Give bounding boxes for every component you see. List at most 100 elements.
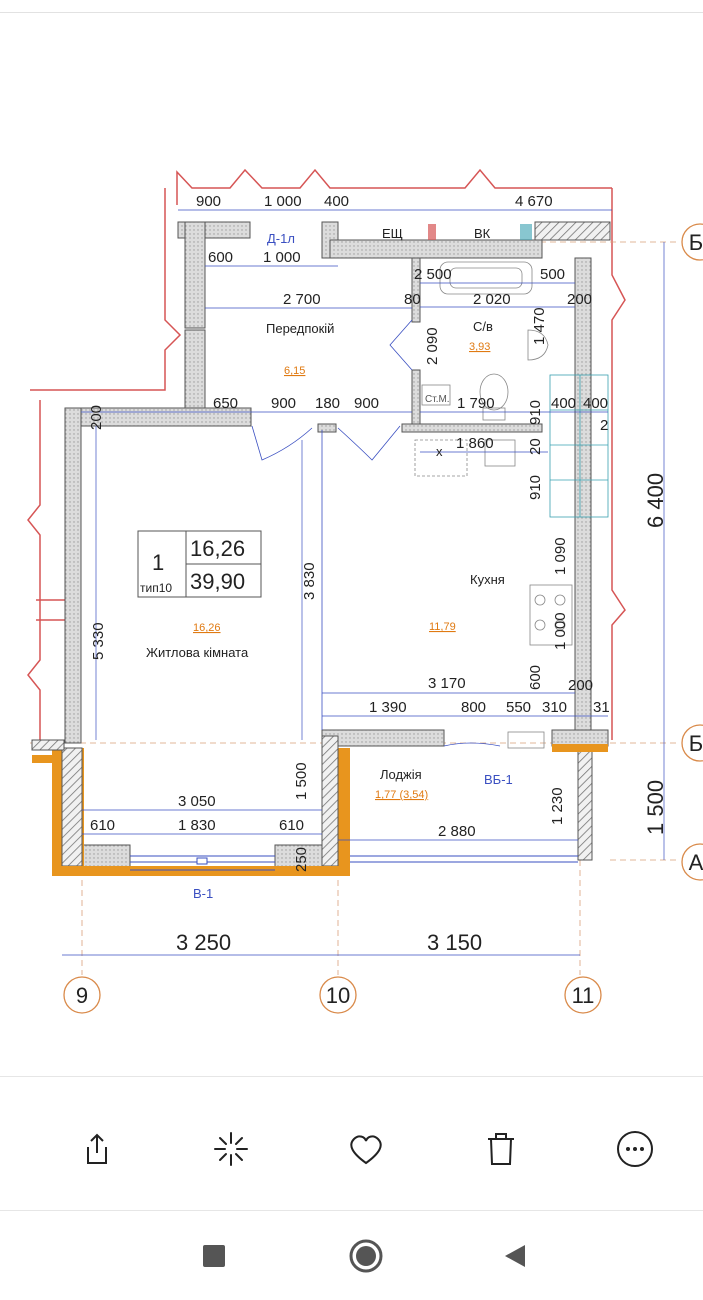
dim: 250 (293, 847, 310, 872)
dimension-labels-vertical: 2 090 1 470 200 910 20 910 1 090 1 000 6… (88, 307, 668, 872)
room-area-living: 16,26 (193, 622, 221, 634)
axis-markers (63, 223, 703, 1014)
dim: 2 020 (473, 291, 511, 308)
axis-9: 9 (76, 983, 88, 1008)
dim: 200 (567, 291, 592, 308)
apartment-info-box: 1 тип10 16,26 39,90 (137, 530, 262, 598)
dim: 2 880 (438, 823, 476, 840)
dim: 1 000 (552, 612, 569, 650)
dim: 1 230 (549, 787, 566, 825)
room-name-kitchen: Кухня (470, 572, 505, 587)
room-area-bath: 3,93 (469, 341, 490, 353)
magic-enhance-icon (214, 1132, 248, 1166)
recents-square-icon (203, 1245, 225, 1267)
dim: 20 (527, 438, 544, 455)
dimension-labels: 900 1 000 400 4 670 600 1 000 2 700 80 2… (90, 193, 610, 955)
dim: 1 470 (531, 307, 548, 345)
dim: 3 170 (428, 675, 466, 692)
dim: 80 (404, 291, 421, 308)
fixtures (414, 261, 609, 749)
dim: 400 (583, 395, 608, 412)
dim: 1 860 (456, 435, 494, 452)
living-area-value: 16,26 (190, 536, 245, 561)
dim: 610 (279, 817, 304, 834)
room-area-hall: 6,15 (284, 365, 305, 377)
room-name-loggia: Лоджія (380, 767, 422, 782)
apartment-type: тип10 (140, 581, 172, 595)
stm-label: Ст.М. (425, 394, 450, 405)
dim: 180 (315, 395, 340, 412)
dim: 3 250 (176, 930, 231, 955)
dim: 610 (90, 817, 115, 834)
dim: 1 090 (552, 537, 569, 575)
dim: 2 (600, 417, 608, 434)
dim: 6 400 (643, 473, 668, 528)
more-options-icon (617, 1131, 653, 1167)
dim: 1 830 (178, 817, 216, 834)
share-button[interactable] (76, 1129, 116, 1169)
dim: 200 (88, 405, 105, 430)
vb1-label: ВБ-1 (484, 772, 513, 787)
misc-labels: Д-1л ЕЩ ВК Ст.М. х ВБ-1 В-1 (193, 226, 513, 901)
floor-plan: 900 1 000 400 4 670 600 1 000 2 700 80 2… (27, 168, 703, 1014)
dim: 1 000 (263, 249, 301, 266)
room-area-kitchen: 11,79 (429, 621, 456, 633)
room-name-hall: Передпокій (266, 321, 334, 336)
dim: 600 (208, 249, 233, 266)
dim: 2 500 (414, 266, 452, 283)
dimension-lines (62, 209, 665, 956)
v1-label: В-1 (193, 886, 213, 901)
delete-button[interactable] (481, 1129, 521, 1169)
dim: 4 670 (515, 193, 553, 210)
eshch-label: ЕЩ (382, 226, 403, 241)
dim: 910 (527, 400, 544, 425)
dim: 1 790 (457, 395, 495, 412)
home-button[interactable] (349, 1239, 383, 1273)
apartment-number: 1 (152, 550, 164, 575)
dim: 3 830 (301, 562, 318, 600)
dim: 910 (527, 475, 544, 500)
walls (64, 221, 609, 868)
dim: 1 000 (264, 193, 302, 210)
share-icon (87, 1133, 107, 1164)
dim: 400 (324, 193, 349, 210)
trash-icon (488, 1133, 514, 1165)
room-name-living: Житлова кімната (146, 645, 249, 660)
dim: 3 150 (427, 930, 482, 955)
dim: 900 (354, 395, 379, 412)
enhance-button[interactable] (211, 1129, 251, 1169)
room-labels: Передпокій 6,15 С/в 3,93 Кухня 11,79 Жит… (146, 319, 505, 801)
dim: 1 500 (643, 780, 668, 835)
axis-a: А (689, 850, 703, 875)
dim: 3 050 (178, 793, 216, 810)
dim: 900 (271, 395, 296, 412)
dim: 5 330 (90, 622, 107, 660)
axis-10: 10 (326, 983, 350, 1008)
dim: 800 (461, 699, 486, 716)
total-area-value: 39,90 (190, 569, 245, 594)
windows (130, 855, 578, 871)
heart-icon (350, 1135, 382, 1165)
recents-button[interactable] (197, 1239, 231, 1273)
dim: 31 (593, 699, 610, 716)
action-toolbar (0, 1076, 703, 1211)
dim: 650 (213, 395, 238, 412)
axis-labels: 9 10 11 Б Б А (76, 230, 703, 1008)
dim: 310 (542, 699, 567, 716)
favorite-button[interactable] (346, 1129, 386, 1169)
dim: 900 (196, 193, 221, 210)
dim: 400 (551, 395, 576, 412)
exterior-walls (31, 221, 611, 876)
x-label: х (436, 444, 443, 459)
plot-boundary (27, 168, 626, 740)
dim: 500 (540, 266, 565, 283)
dim: 550 (506, 699, 531, 716)
back-triangle-icon (505, 1245, 525, 1267)
axis-b2: Б (689, 731, 703, 756)
room-area-loggia: 1,77 (3,54) (375, 789, 428, 801)
dim: 600 (527, 665, 544, 690)
back-button[interactable] (498, 1239, 532, 1273)
top-divider (0, 12, 703, 13)
more-options-button[interactable] (615, 1129, 655, 1169)
system-nav-bar (0, 1210, 703, 1300)
